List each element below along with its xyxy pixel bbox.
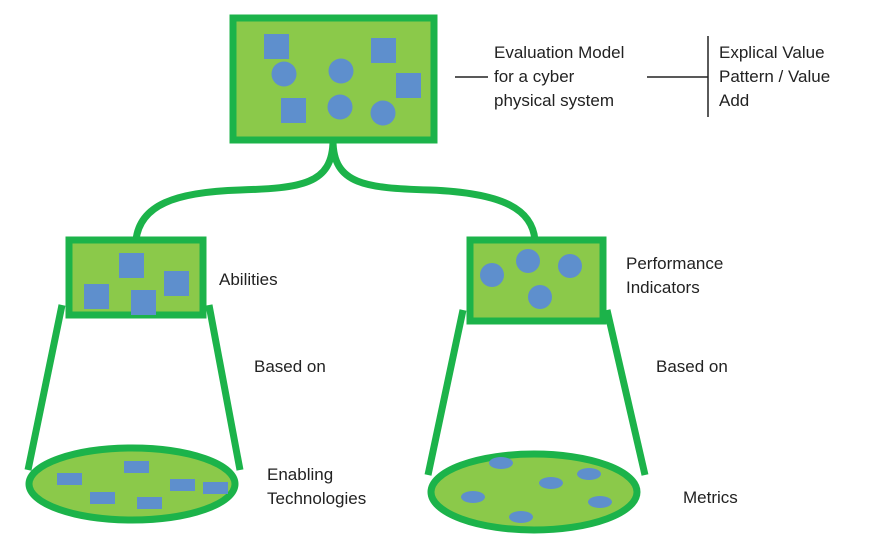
oval-shape [509, 511, 533, 523]
bar-shape [203, 482, 228, 494]
circle-shape [370, 100, 396, 126]
circle-shape [516, 249, 540, 273]
square-shape [281, 98, 306, 123]
oval-shape [539, 477, 563, 489]
funnel-line-right-outer [424, 309, 467, 476]
abilities-box [65, 236, 207, 319]
metrics-ellipse [427, 450, 641, 534]
bar-shape [57, 473, 82, 485]
enabling-technologies-label-line: Enabling [267, 465, 334, 484]
square-shape [396, 73, 421, 98]
left-based-on-label: Based on [254, 357, 326, 376]
oval-shape [588, 496, 612, 508]
model-attribute: Pattern / Value [719, 67, 831, 86]
funnel-line-right-inner [603, 309, 649, 476]
connector-main-to-performance [329, 139, 539, 241]
enabling-technologies-ellipse [25, 444, 239, 524]
model-attribute: Explical Value [719, 43, 825, 62]
bar-shape [137, 497, 162, 509]
model-attributes-list: Explical Value Pattern / Value Add [719, 41, 830, 113]
enabling-technologies-label-line: Technologies [267, 489, 367, 508]
main-model-label-line: physical system [494, 91, 614, 110]
square-shape [264, 34, 289, 59]
square-shape [131, 290, 156, 315]
funnel-line-left-inner [205, 304, 244, 471]
main-model-label-line: Evaluation Model [494, 43, 625, 62]
square-shape [371, 38, 396, 63]
performance-indicators-label: Performance Indicators [626, 252, 723, 300]
circle-shape [528, 285, 552, 309]
model-attribute: Add [719, 91, 750, 110]
circle-shape [328, 58, 354, 84]
performance-indicators-label-line: Indicators [626, 278, 700, 297]
connector-main-to-abilities [132, 139, 337, 241]
square-shape [84, 284, 109, 309]
oval-shape [577, 468, 601, 480]
circle-shape [480, 263, 504, 287]
bar-shape [90, 492, 115, 504]
funnel-line-left-outer [24, 304, 66, 471]
bar-shape [124, 461, 149, 473]
circle-shape [558, 254, 582, 278]
main-model-label: Evaluation Model for a cyber physical sy… [494, 41, 624, 113]
performance-indicators-label-line: Performance [626, 254, 724, 273]
bar-shape [170, 479, 195, 491]
abilities-label: Abilities [219, 270, 278, 289]
metrics-label: Metrics [683, 488, 738, 507]
main-model-box [229, 14, 438, 144]
oval-shape [489, 457, 513, 469]
enabling-technologies-label: Enabling Technologies [267, 463, 366, 511]
circle-shape [271, 61, 297, 87]
square-shape [119, 253, 144, 278]
square-shape [164, 271, 189, 296]
main-model-label-line: for a cyber [494, 67, 575, 86]
right-based-on-label: Based on [656, 357, 728, 376]
performance-indicators-box [466, 236, 607, 325]
oval-shape [461, 491, 485, 503]
circle-shape [327, 94, 353, 120]
